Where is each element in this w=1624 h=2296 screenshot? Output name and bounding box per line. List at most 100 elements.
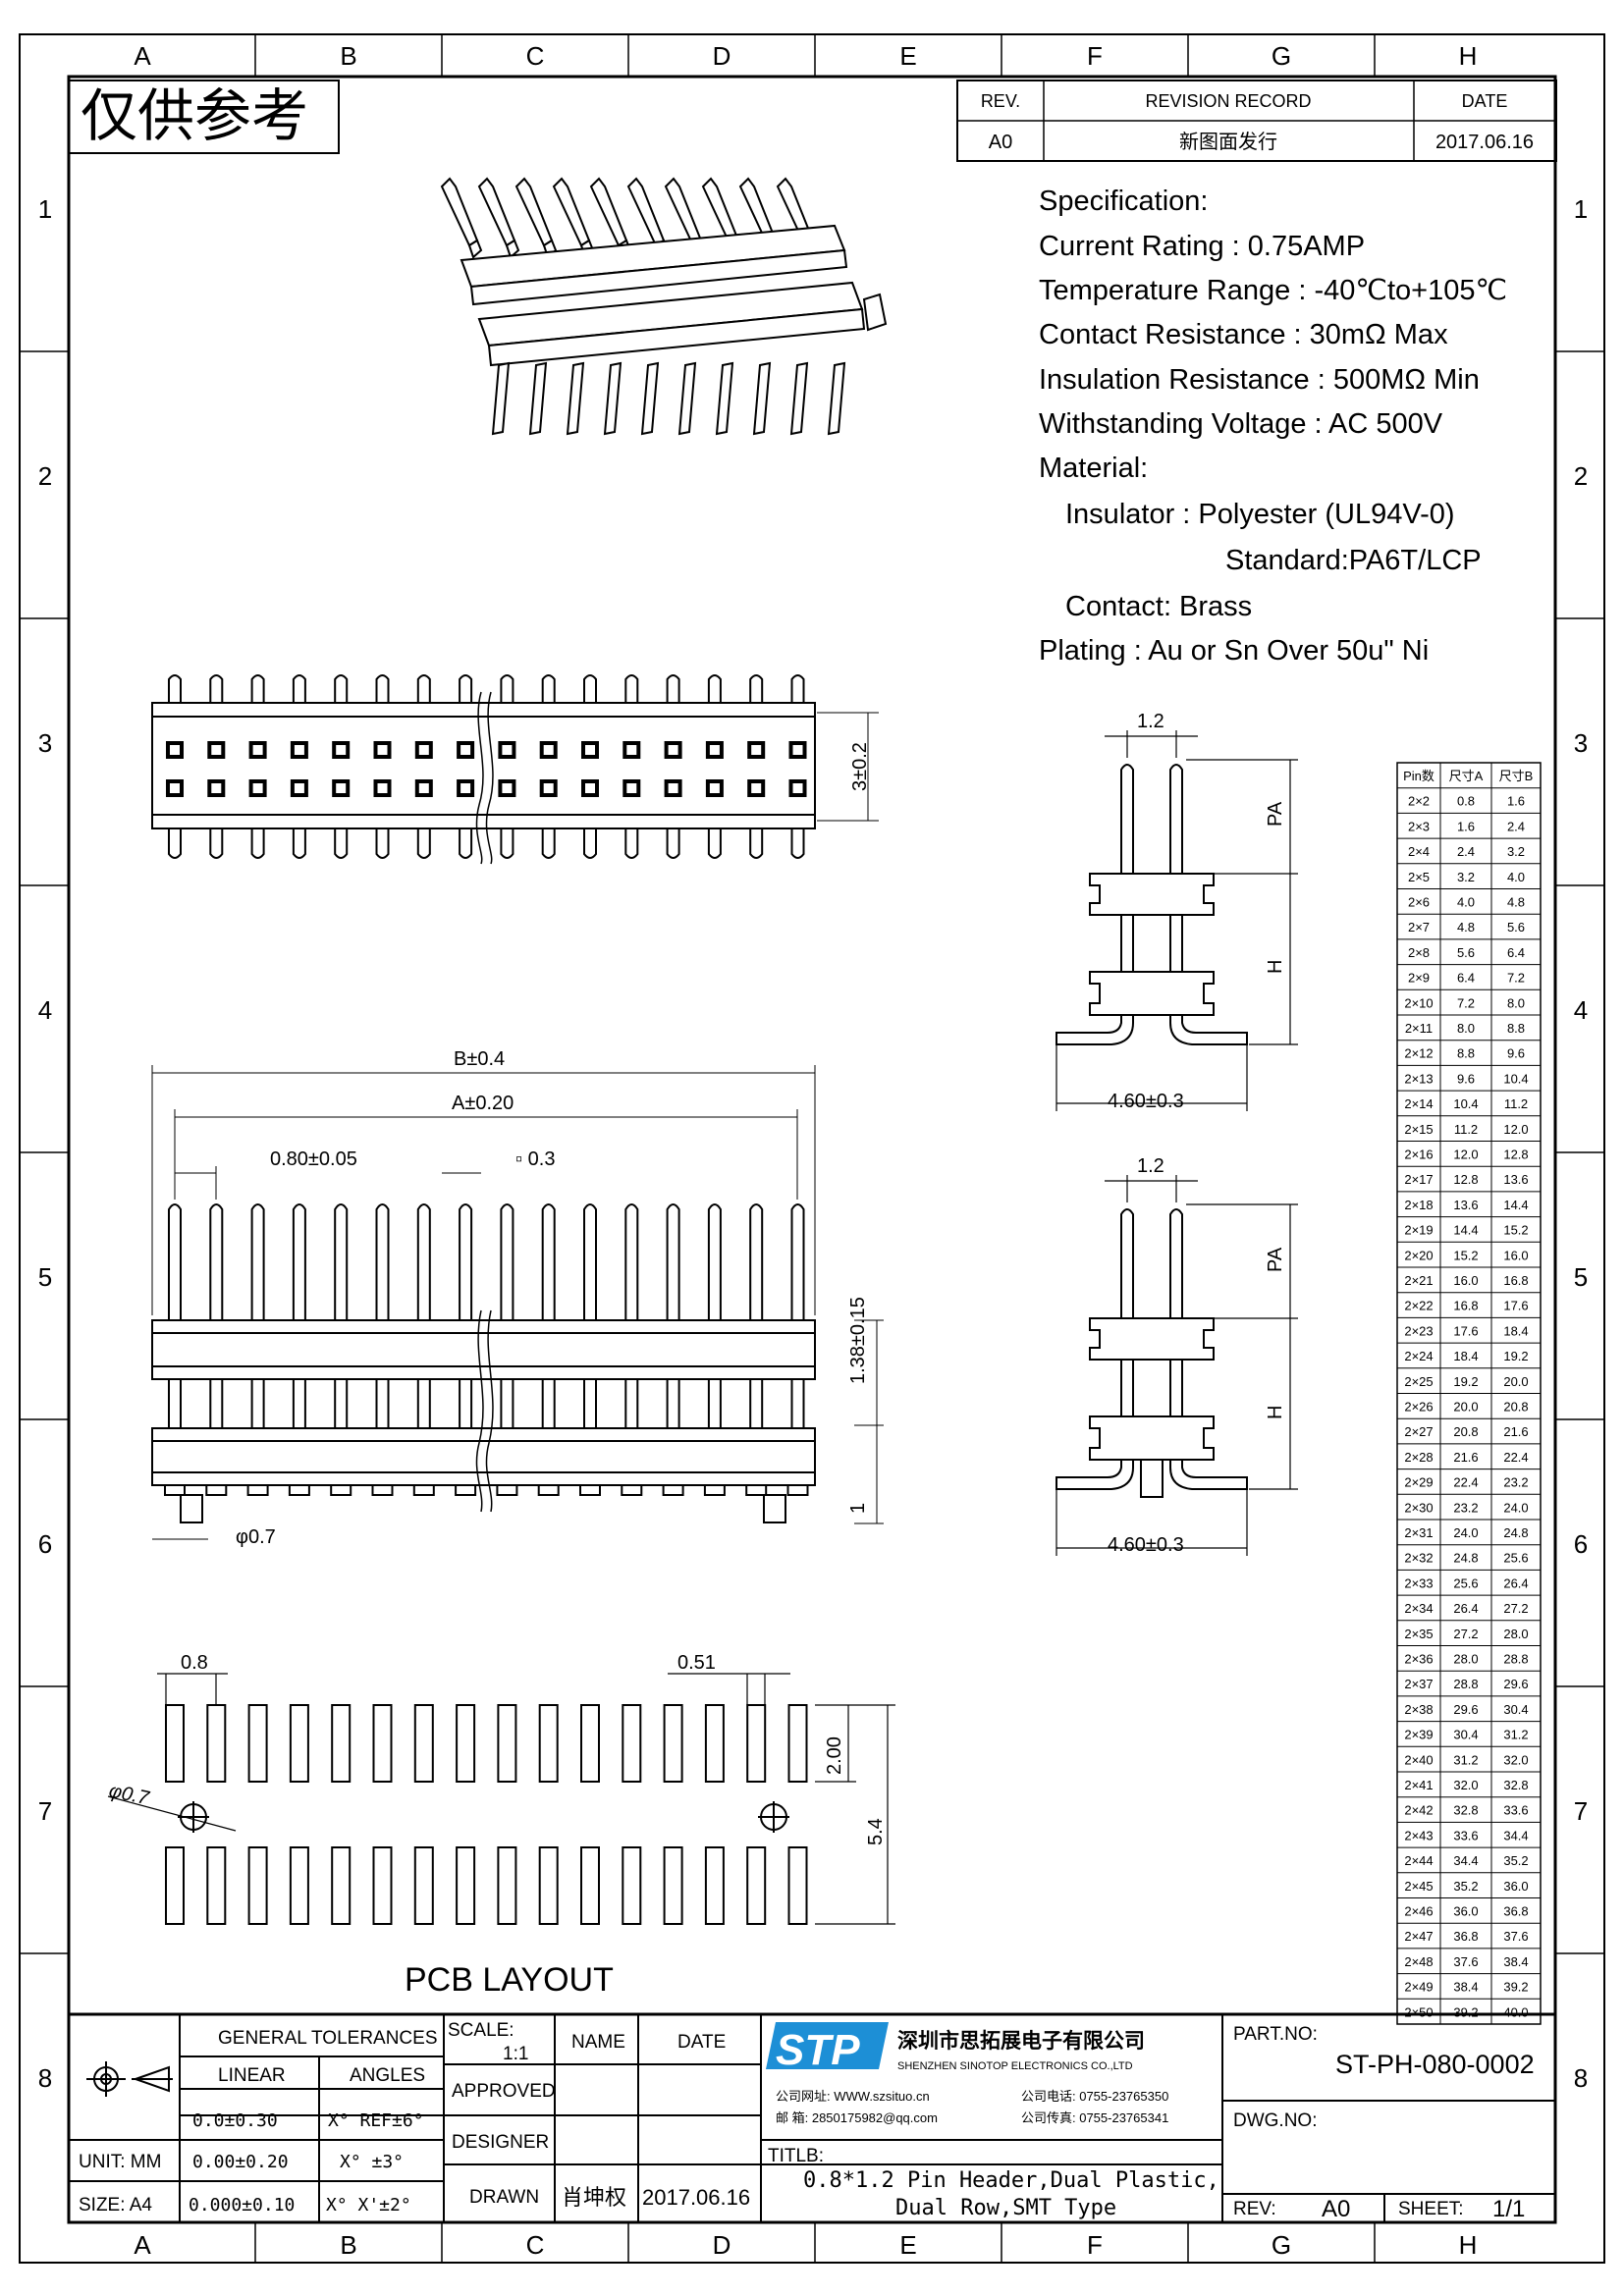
top-pin-lead	[790, 674, 805, 703]
dim-pcb-051: 0.51	[677, 1652, 716, 1674]
row-label: 8	[38, 2063, 52, 2093]
pin-table-cell: 8.0	[1457, 1021, 1475, 1036]
pin-table-cell: 2×42	[1404, 1803, 1433, 1818]
top-pin-square	[248, 779, 267, 797]
pin-table-cell: 12.8	[1503, 1148, 1528, 1162]
date-value: 2017.06.16	[1435, 132, 1534, 153]
approved-label: APPROVED	[452, 2081, 556, 2102]
top-pin-square	[373, 741, 392, 759]
front-pin-foot	[621, 1484, 643, 1496]
rev-label: REV:	[1233, 2199, 1276, 2219]
pin-table-cell: 2×40	[1404, 1752, 1433, 1767]
dim-side-pitch-1: 1.2	[1137, 711, 1164, 732]
pin-table-cell: 39.2	[1503, 1980, 1528, 1995]
side-body-lower	[1089, 971, 1215, 1016]
pin-table-cell: 2×6	[1408, 895, 1430, 910]
top-pin-lead	[250, 828, 265, 859]
pin-table-cell: 34.4	[1503, 1828, 1528, 1842]
front-pin-foot	[205, 1484, 228, 1496]
spec-voltage: Withstanding Voltage : AC 500V	[1039, 408, 1443, 440]
pin-table-header: Pin数	[1403, 769, 1435, 783]
pin-table-cell: 14.4	[1453, 1223, 1478, 1238]
pin-table-cell: 2×10	[1404, 995, 1433, 1010]
dim-pcb-phi: φ0.7	[107, 1780, 151, 1809]
pin-table-cell: 13.6	[1453, 1198, 1478, 1212]
front-pin	[749, 1203, 764, 1320]
pcb-pad	[331, 1846, 352, 1925]
pin-table-cell: 24.8	[1503, 1525, 1528, 1540]
pin-table-cell: 2×34	[1404, 1601, 1433, 1616]
side-foot	[1056, 1015, 1134, 1045]
front-pin-foot	[246, 1484, 269, 1496]
pin-table-cell: 12.8	[1453, 1172, 1478, 1187]
pin-table-cell: 22.4	[1453, 1475, 1478, 1490]
title-block	[67, 2012, 1557, 2224]
front-pin	[416, 1203, 431, 1320]
top-pin-square	[290, 779, 308, 797]
top-pin-square	[664, 779, 682, 797]
contact-tel: 公司电话: 0755-23765350	[1021, 2089, 1168, 2104]
pin-table-cell: 11.2	[1504, 1096, 1528, 1111]
front-view-dim-text: B±0.4 A±0.20 0.80±0.05 ▫ 0.3 1.38±0.15 1…	[236, 1048, 869, 1548]
pin-table-cell: 2×35	[1404, 1627, 1433, 1641]
top-view-body	[151, 702, 816, 829]
pin-table-cell: 20.8	[1503, 1400, 1528, 1415]
front-post	[180, 1494, 203, 1523]
pin-table-cell: 3.2	[1457, 870, 1475, 884]
pcb-pad	[538, 1846, 559, 1925]
top-pin-lead	[749, 674, 764, 703]
title-label: TITLB:	[768, 2146, 824, 2166]
dim-line	[107, 1795, 237, 1832]
pcb-title: PCB LAYOUT	[405, 1961, 614, 1999]
top-pin-lead	[459, 674, 473, 703]
pin-table-cell: 21.6	[1453, 1450, 1478, 1465]
side-pin	[1169, 1208, 1183, 1261]
row-label: 7	[1574, 1796, 1588, 1826]
top-pin-square	[498, 779, 516, 797]
pcb-pad	[580, 1704, 600, 1783]
pin-table-cell: 32.8	[1453, 1803, 1478, 1818]
row-label: 8	[1574, 2063, 1588, 2093]
pin-table-cell: 5.6	[1457, 945, 1475, 960]
top-pin-lead	[209, 828, 224, 859]
pin-table-cell: 27.2	[1503, 1601, 1528, 1616]
pin-table-cell: 34.4	[1453, 1853, 1478, 1868]
size: SIZE: A4	[79, 2195, 152, 2216]
pcb-pad	[746, 1704, 767, 1783]
top-pin-square	[207, 779, 226, 797]
pin-table-cell: 16.8	[1453, 1299, 1478, 1313]
dim-phi07: φ0.7	[236, 1526, 276, 1548]
break-line	[485, 1309, 494, 1513]
pcb-pad	[289, 1846, 309, 1925]
contact-web: 公司网址: WWW.szsituo.cn	[776, 2089, 930, 2104]
front-pin	[666, 1203, 680, 1320]
pin-table-cell: 32.8	[1503, 1778, 1528, 1792]
pin-table-cell: 2×13	[1404, 1071, 1433, 1086]
top-pin-lead	[707, 828, 722, 859]
pin-table-cell: 6.4	[1457, 971, 1475, 986]
front-pin	[459, 1203, 473, 1320]
top-pin-square	[664, 741, 682, 759]
pin-table-cell: 2×8	[1408, 945, 1430, 960]
top-pin-lead	[250, 674, 265, 703]
top-pin-square	[332, 741, 351, 759]
col-label: E	[899, 41, 916, 71]
pin-table-cell: 9.6	[1507, 1046, 1525, 1061]
pin-table-cell: 21.6	[1503, 1424, 1528, 1439]
iso-pin-bottom	[640, 361, 660, 436]
pin-table-cell: 36.8	[1503, 1904, 1528, 1919]
pin-table-cell: 2×49	[1404, 1980, 1433, 1995]
top-pin-square	[457, 741, 475, 759]
dim-pa-1: PA	[1265, 801, 1286, 827]
pin-table-cell: 16.0	[1453, 1273, 1478, 1288]
pcb-pad	[206, 1846, 227, 1925]
pin-table-cell: 2×17	[1404, 1172, 1433, 1187]
col-label: F	[1087, 2230, 1103, 2260]
top-pin-lead	[500, 674, 514, 703]
pin-table-cell: 2×24	[1404, 1349, 1433, 1363]
pin-table-cell: 7.2	[1457, 995, 1475, 1010]
top-pin-square	[373, 779, 392, 797]
pin-table-cell: 33.6	[1453, 1828, 1478, 1842]
break-line	[475, 691, 484, 865]
row-label: 4	[1574, 995, 1588, 1025]
